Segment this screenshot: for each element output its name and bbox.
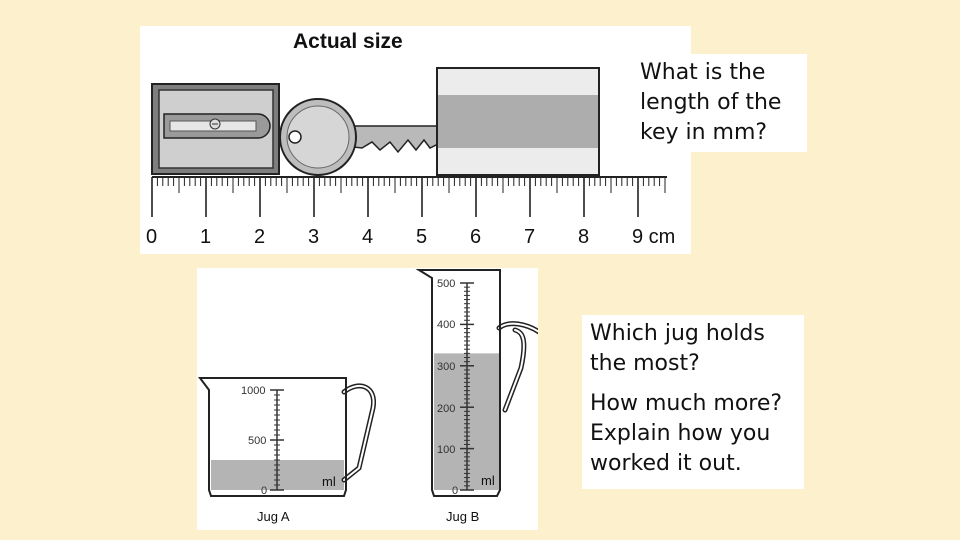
- jug-b-label-100: 100: [437, 444, 455, 456]
- figure-title: Actual size: [293, 30, 403, 53]
- ruler-tick-label: 7: [524, 226, 535, 248]
- sharpener: [151, 83, 280, 175]
- jug-b-unit: ml: [481, 473, 495, 488]
- question-2-box: Which jug holds the most? How much more?…: [582, 315, 804, 489]
- jug-a-label-0: 0: [261, 485, 267, 497]
- jug-a: 1000 500 0 ml Jug A: [198, 377, 377, 524]
- ruler-tick-label: 9 cm: [632, 226, 675, 248]
- ruler-tick-label: 8: [578, 226, 589, 248]
- jug-a-label-1000: 1000: [241, 385, 265, 397]
- jug-a-label-500: 500: [248, 435, 266, 447]
- ruler-tick-label: 4: [362, 226, 373, 248]
- ruler-figure: Actual size 0 1 2 3 4 5 6 7 8 9 cm: [140, 26, 691, 254]
- question-1-line: length of the: [640, 90, 782, 115]
- jug-b-label-0: 0: [452, 485, 458, 497]
- jug-a-unit: ml: [322, 474, 336, 489]
- jug-b-body: [415, 269, 501, 497]
- jug-b-label-400: 400: [437, 319, 455, 331]
- ruler-tick-label: 1: [200, 226, 211, 248]
- jug-b-name: Jug B: [446, 509, 479, 524]
- question-2-line: worked it out.: [590, 451, 742, 476]
- question-1-line: key in mm?: [640, 120, 768, 145]
- question-2-line: the most?: [590, 351, 700, 376]
- jugs-figure: 1000 500 0 ml Jug A 500 400 300 200 100 …: [197, 268, 542, 530]
- jug-b: 500 400 300 200 100 0 ml Jug B: [415, 269, 542, 524]
- jug-b-label-200: 200: [437, 403, 455, 415]
- ruler-tick-label: 2: [254, 226, 265, 248]
- key: [279, 98, 439, 176]
- jugs-figure-svg: 1000 500 0 ml Jug A 500 400 300 200 100 …: [198, 269, 542, 524]
- ruler-tick-label: 5: [416, 226, 427, 248]
- question-2-line: How much more?: [590, 391, 783, 416]
- ruler-tick-label: 0: [146, 226, 157, 248]
- ruler-figure-svg: Actual size 0 1 2 3 4 5 6 7 8 9 cm: [146, 30, 675, 248]
- jug-b-label-300: 300: [437, 361, 455, 373]
- jug-a-body: [198, 377, 347, 497]
- jug-b-label-500: 500: [437, 278, 455, 290]
- question-2-line: Explain how you: [590, 421, 771, 446]
- question-1-box: What is the length of the key in mm?: [632, 54, 807, 152]
- ruler: 0 1 2 3 4 5 6 7 8 9 cm: [146, 176, 675, 248]
- question-2-line: Which jug holds: [590, 321, 765, 346]
- ruler-tick-label: 3: [308, 226, 319, 248]
- jug-a-name: Jug A: [257, 509, 290, 524]
- question-1-line: What is the: [640, 60, 766, 85]
- block: [436, 67, 600, 176]
- ruler-tick-label: 6: [470, 226, 481, 248]
